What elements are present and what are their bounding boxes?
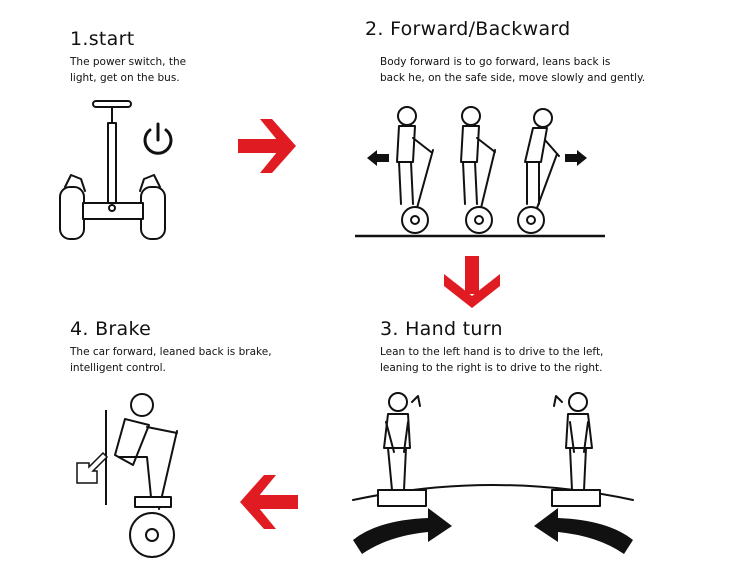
- hand-turn-illustration: [352, 392, 634, 554]
- brake-illustration: [76, 393, 178, 558]
- rider-leaning-back: [396, 106, 434, 234]
- rider-turning-left: [377, 392, 427, 507]
- arrow-down-icon: [444, 256, 500, 308]
- step-1-title: 1.start: [70, 28, 135, 50]
- scooter-front-illustration: [59, 100, 166, 240]
- curved-arrow-right: [534, 508, 633, 554]
- step-3-description: Lean to the left hand is to drive to the…: [380, 346, 604, 374]
- arrow-left-icon: [240, 475, 298, 529]
- forward-backward-illustration: [355, 106, 605, 238]
- rider-leaning-forward: [517, 108, 560, 234]
- rider-upright: [460, 106, 496, 234]
- step-4-title: 4. Brake: [70, 318, 152, 340]
- arrow-right-icon: [238, 119, 296, 173]
- curved-arrow-left: [353, 508, 452, 554]
- step-2-title: 2. Forward/Backward: [365, 18, 571, 40]
- step-2-description: Body forward is to go forward, leans bac…: [380, 56, 646, 84]
- power-icon: [143, 122, 173, 155]
- rider-turning-right: [551, 392, 601, 507]
- step-1-description: The power switch, the light, get on the …: [70, 56, 187, 84]
- step-4-description: The car forward, leaned back is brake, i…: [70, 346, 272, 374]
- arrow-down-left-icon: [76, 451, 109, 484]
- step-3-title: 3. Hand turn: [380, 318, 503, 340]
